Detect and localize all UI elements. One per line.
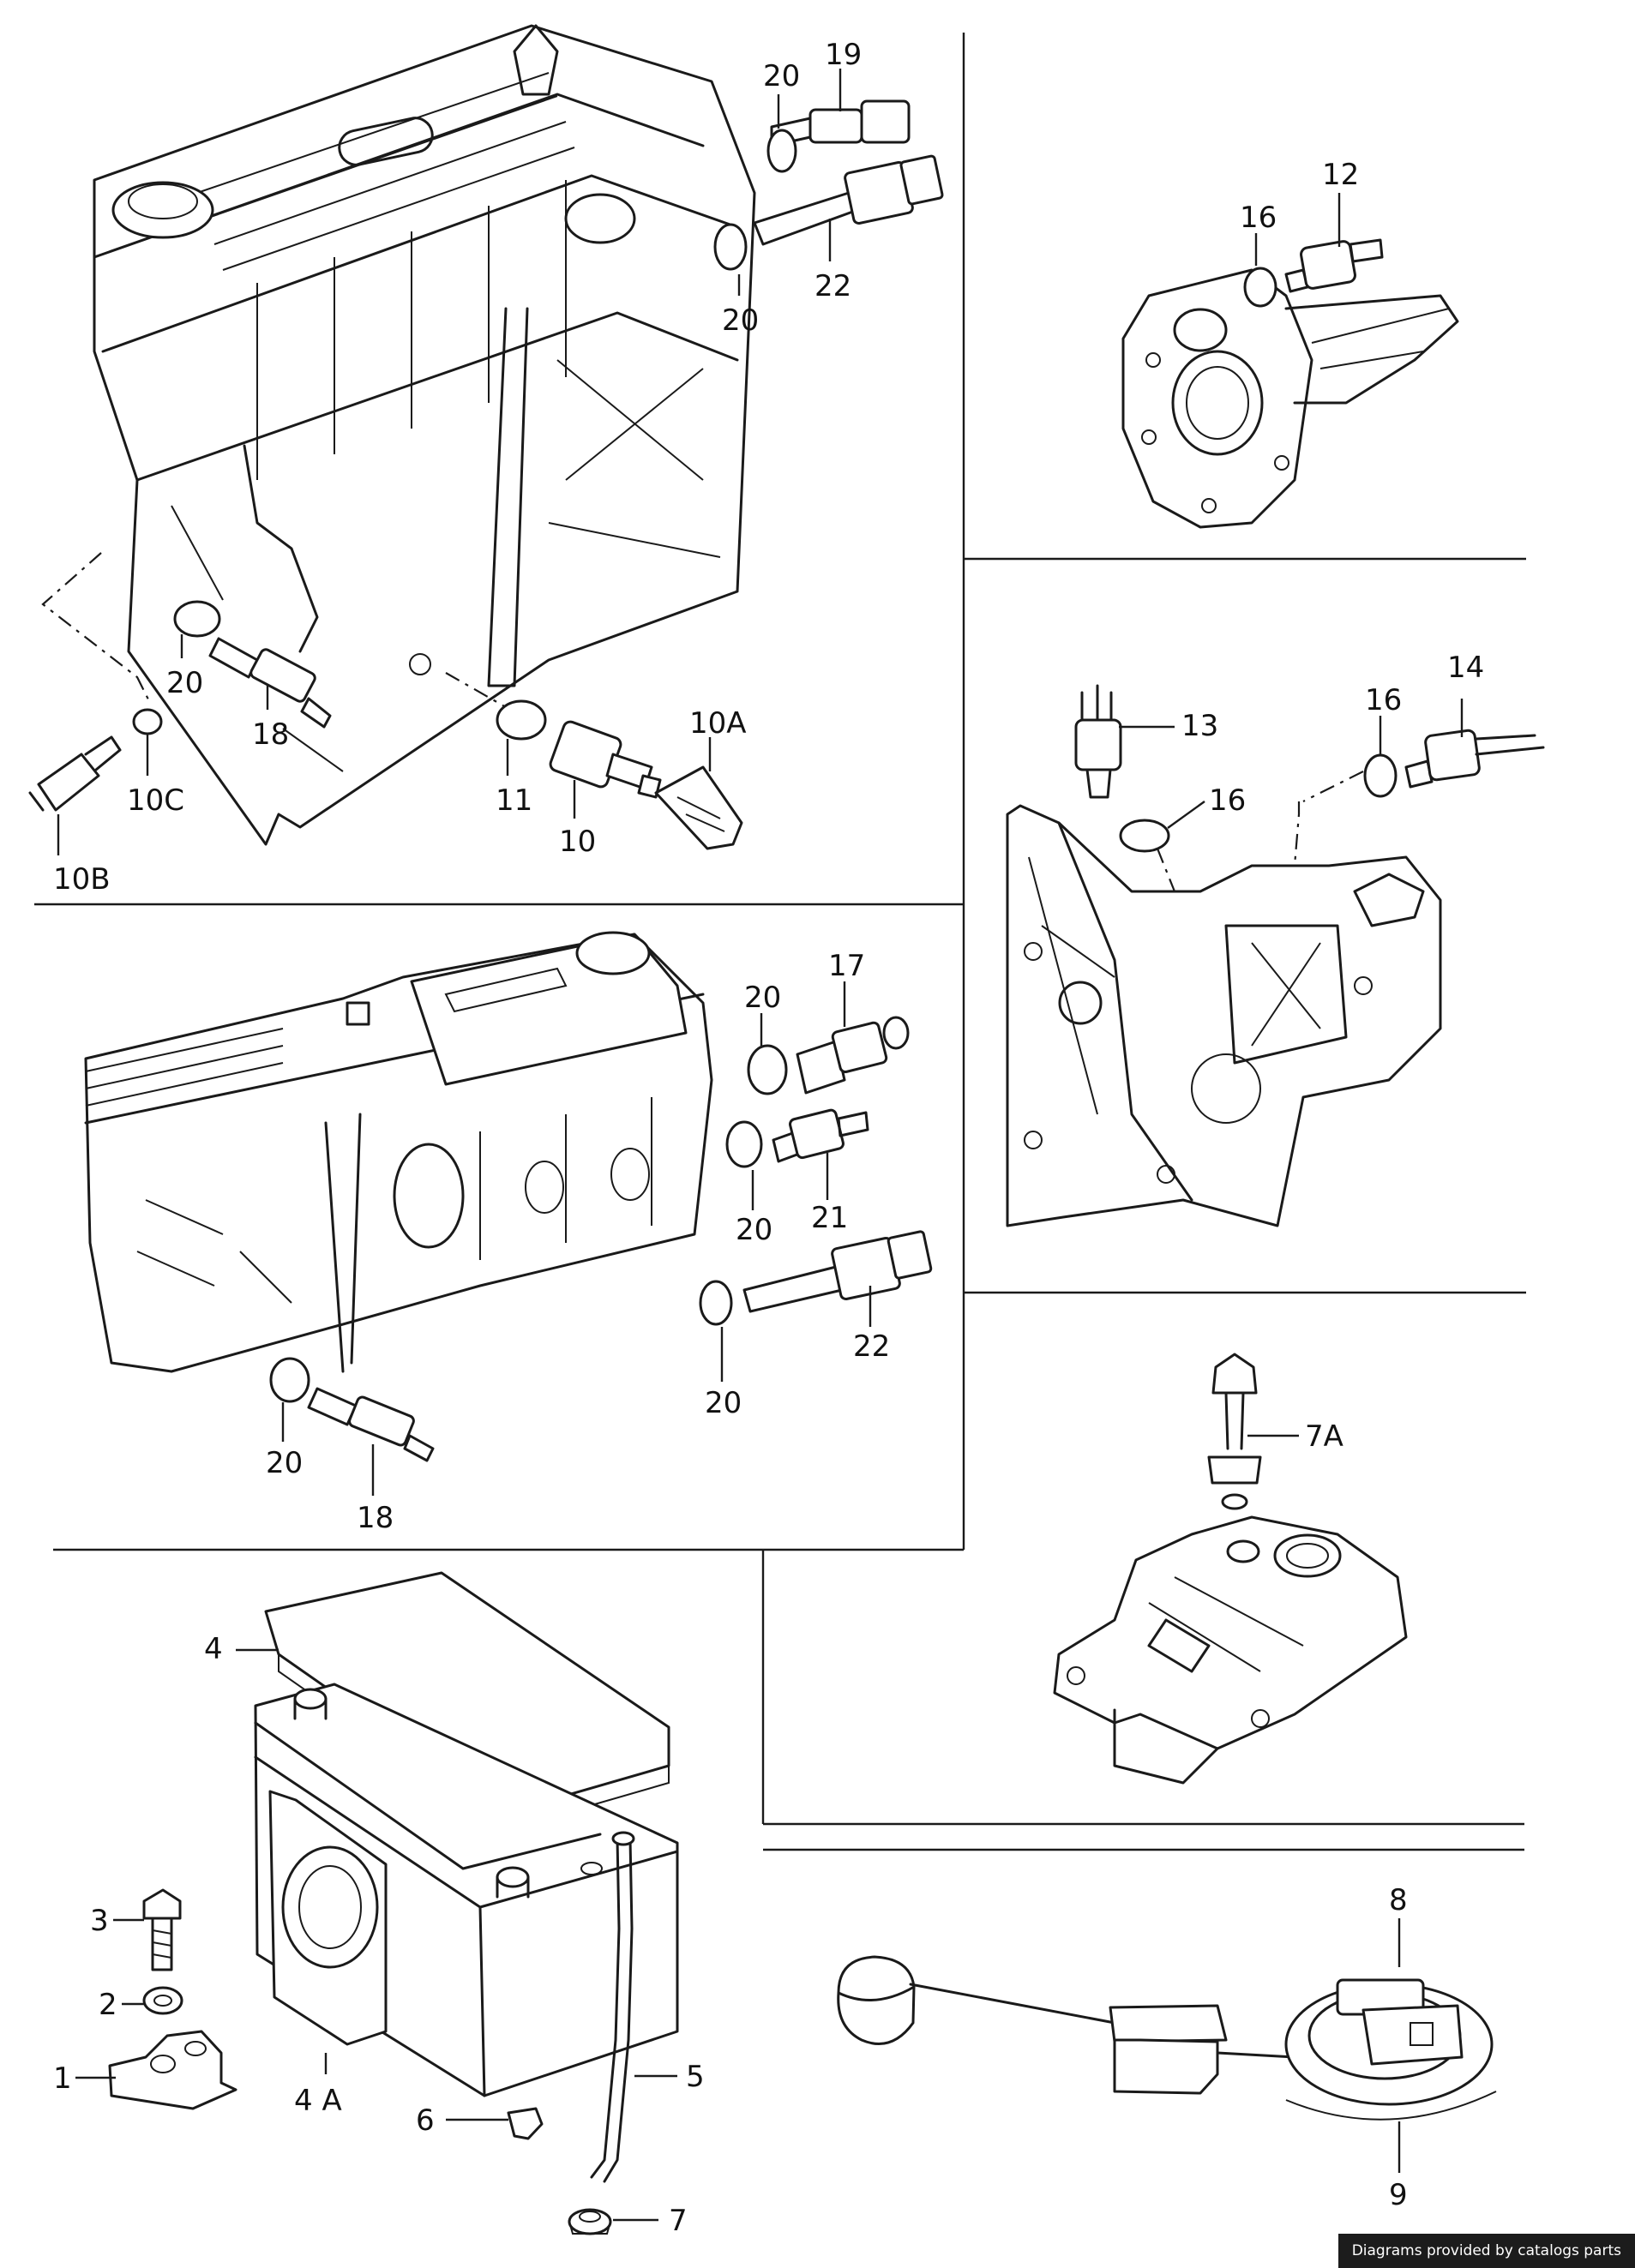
sensor-10B-drawing: [28, 735, 122, 812]
sensor-21-drawing: [772, 1108, 869, 1163]
callout-label: 5: [686, 2060, 705, 2094]
callout-label: 16: [1209, 783, 1246, 818]
callout-label: 3: [90, 1904, 109, 1938]
callout-label: 20: [166, 666, 203, 700]
callout-label: 19: [825, 38, 862, 72]
washer-20: [725, 1120, 763, 1168]
fuel-sender-panel: 8 9: [837, 1883, 1497, 2212]
sensor-13-drawing: [1074, 684, 1122, 799]
hose-clip-6-drawing: [507, 2107, 544, 2140]
callout-label: 20: [722, 303, 759, 338]
gearbox-top-panel: 16 12: [1121, 158, 1459, 529]
sensor-10-drawing: [549, 720, 662, 799]
callout-label: 10: [559, 825, 596, 859]
diesel-head-panel: 20 17 20 21 22 20 20 18: [84, 931, 933, 1535]
callout-label: 20: [736, 1213, 772, 1247]
callout-label: 12: [1322, 158, 1359, 192]
tank-cap-7A-drawing: [1207, 1353, 1262, 1510]
footer-credit: Diagrams provided by catalogs parts: [1337, 2234, 1635, 2268]
callout-label: 1: [53, 2061, 72, 2096]
routing-line: [445, 672, 507, 708]
washer-20: [173, 600, 221, 638]
callout-label: 11: [496, 783, 532, 818]
sensor-22-drawing: [753, 154, 944, 246]
callout-label: 20: [266, 1446, 303, 1480]
washer-2: [142, 1986, 183, 2015]
washer-16: [1363, 753, 1398, 798]
callout-label: 10A: [689, 706, 747, 741]
washer-20: [699, 1280, 733, 1326]
sensor-18-drawing: [208, 637, 332, 729]
callout-label: 10B: [53, 862, 111, 897]
callout-label: 22: [814, 269, 851, 303]
routing-line: [1293, 801, 1301, 867]
callout-label: 20: [705, 1386, 742, 1420]
washer-16: [1243, 267, 1277, 308]
leaders-diesel: [281, 981, 872, 1496]
callout-label: 14: [1447, 651, 1484, 685]
callout-label: 6: [416, 2103, 435, 2138]
gearbox-mid-panel: 13 16 16 14: [1006, 651, 1545, 1227]
coolant-tank-panel: 7A: [1053, 1353, 1408, 1785]
engine-block-drawing: [93, 24, 756, 846]
washer-2: [153, 1995, 172, 2007]
routing-line: [41, 552, 151, 704]
washer-16: [1119, 819, 1170, 853]
callout-label: 7A: [1305, 1419, 1343, 1454]
washer-11: [496, 699, 547, 741]
callout-label: 20: [763, 59, 800, 93]
routing-line: [1302, 771, 1364, 802]
washer-10C: [132, 708, 163, 735]
panel-dividers: [34, 33, 1526, 1851]
engine-block-panel: 20 19 20 22 20 18 10C 10B 11 10 10A: [28, 24, 944, 897]
leaders-engine: [57, 69, 842, 855]
sensor-22-drawing: [742, 1230, 933, 1313]
sender-body-drawing: [1109, 2004, 1296, 2095]
callout-label: 18: [357, 1501, 394, 1535]
callout-label: 8: [1389, 1883, 1408, 1917]
vent-hose-5-drawing: [590, 1831, 635, 2183]
callout-label: 16: [1240, 201, 1277, 235]
leaders-battery: [75, 1648, 677, 2222]
sensor-12-drawing: [1284, 238, 1384, 293]
sensor-18-drawing: [307, 1387, 435, 1462]
callout-label: 16: [1365, 683, 1402, 717]
callout-label: 10C: [127, 783, 184, 818]
callout-label: 2: [99, 1988, 117, 2022]
diesel-head-drawing: [84, 931, 713, 1373]
gearbox-mid-drawing: [1006, 804, 1442, 1227]
battery-bracket-4A-drawing: [268, 1790, 388, 2046]
washer-20: [766, 129, 797, 173]
callout-label: 9: [1389, 2178, 1408, 2212]
gearbox-top-drawing: [1121, 268, 1459, 529]
callout-label: 22: [853, 1329, 890, 1364]
washer-20: [747, 1044, 788, 1095]
boot-10A-drawing: [654, 765, 743, 850]
sensor-17-drawing: [796, 1016, 910, 1095]
callout-label: 4: [204, 1632, 223, 1666]
routing-line: [1156, 848, 1176, 892]
sensor-14-drawing: [1404, 729, 1545, 789]
callout-label: 4 A: [294, 2084, 342, 2118]
callout-label: 7: [669, 2204, 688, 2238]
callout-label: 17: [828, 949, 865, 983]
coolant-tank-drawing: [1053, 1515, 1408, 1785]
leaders-gearbox-mid: [1119, 699, 1464, 829]
clamp-1-drawing: [108, 2030, 237, 2110]
callout-label: 20: [744, 981, 781, 1015]
washer-20: [269, 1357, 310, 1403]
callout-label: 13: [1181, 709, 1218, 743]
washer-20: [713, 223, 748, 271]
battery-panel: 4 3 2 1 4 A 5 6 7: [53, 1571, 705, 2238]
grommet-7-drawing: [568, 2208, 612, 2235]
sender-flange-drawing: [1284, 1978, 1497, 2121]
callout-label: 21: [811, 1201, 848, 1235]
bolt-3-drawing: [142, 1888, 182, 1971]
float-drawing: [837, 1955, 1116, 2045]
callout-label: 18: [252, 717, 289, 752]
